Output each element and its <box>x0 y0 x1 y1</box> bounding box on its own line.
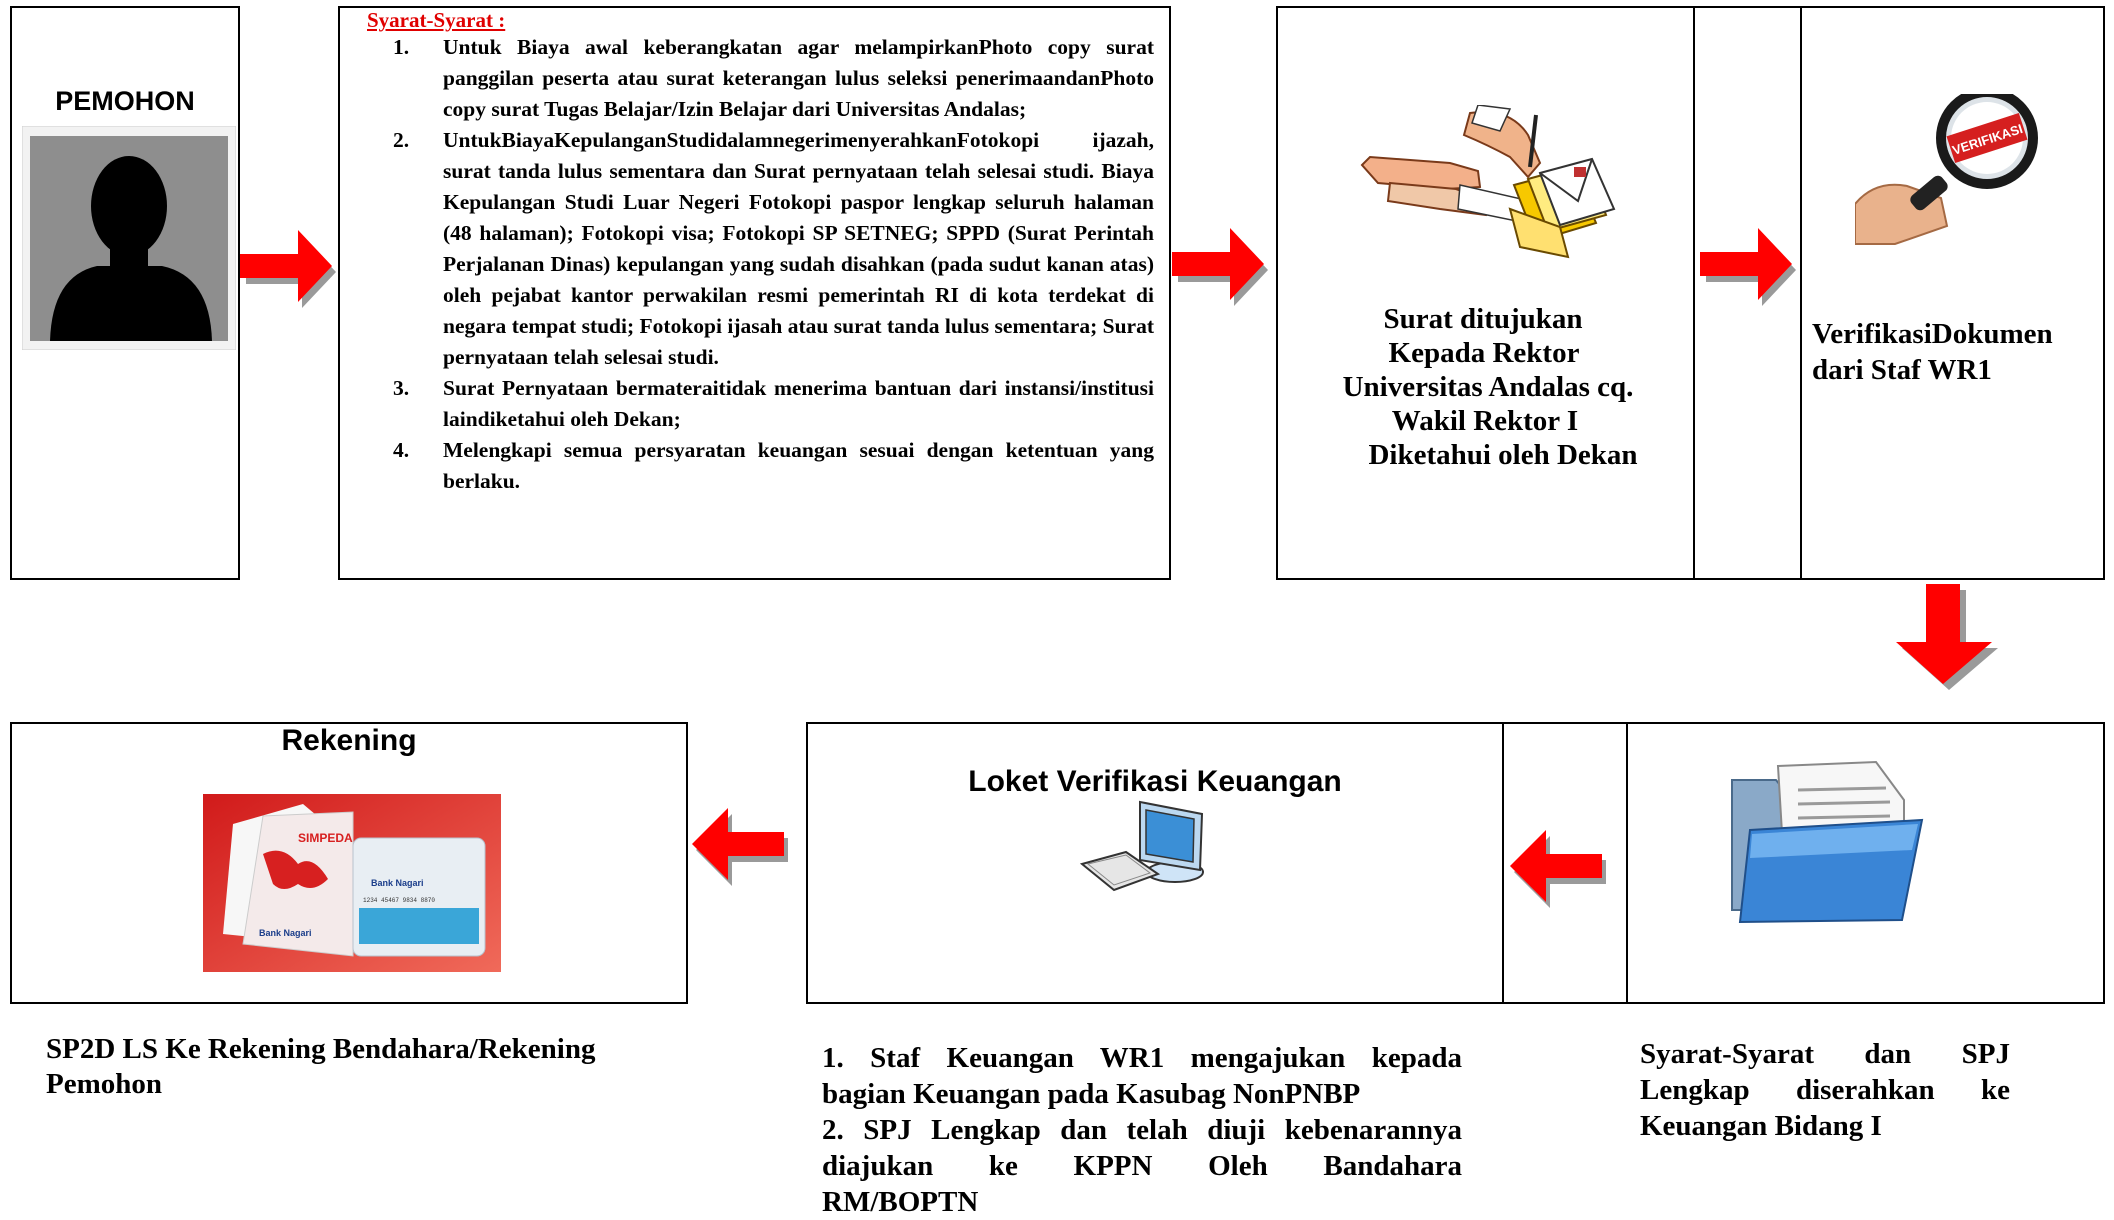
requirement-item: 3. Surat Pernyataan bermateraitidak mener… <box>335 373 1165 435</box>
loket-caption-line: 1. Staf Keuangan WR1 mengajukan kepada <box>822 1042 1462 1074</box>
requirements-list: Syarat-Syarat : 1. Untuk Biaya awal keber… <box>335 8 1165 497</box>
requirement-item: 2. UntukBiayaKepulanganStudidalamnegerime… <box>335 125 1165 373</box>
pemohon-box: PEMOHON <box>10 6 240 580</box>
loket-caption: 1. Staf Keuangan WR1 mengajukan kepada b… <box>822 1040 1462 1220</box>
simpeda-card-image: SIMPEDA Bank Nagari Bank Nagari 1234 454… <box>203 794 501 972</box>
magnifier-verifikasi-image: VERIFIKASI <box>1855 94 2051 246</box>
requirement-text: Surat Pernyataan bermateraitidak menerim… <box>443 376 1154 431</box>
folder-document-icon <box>1731 760 1924 924</box>
divider-line <box>1800 6 1802 580</box>
computer-icon <box>1080 800 1204 892</box>
card-number-label: 1234 45467 9834 8870 <box>363 897 435 904</box>
requirement-number: 3. <box>393 376 410 400</box>
requirement-number: 2. <box>393 128 410 152</box>
divider-line <box>1626 722 1628 1004</box>
requirements-heading: Syarat-Syarat : <box>367 8 506 32</box>
arrow-left-2 <box>1510 830 1606 908</box>
verifikasi-caption: VerifikasiDokumen dari Staf WR1 <box>1812 316 2053 388</box>
requirements-box <box>338 6 1171 580</box>
simpeda-brand-label: SIMPEDA <box>298 831 353 845</box>
verifikasi-line: VerifikasiDokumen <box>1812 318 2053 350</box>
requirement-item: 4. Melengkapi semua persyaratan keuangan … <box>335 435 1165 497</box>
loket-caption-line: RM/BOPTN <box>822 1186 979 1218</box>
surat-line: Kepada Rektor <box>1388 337 1580 369</box>
loket-title: Loket Verifikasi Keuangan <box>968 765 1342 798</box>
rekening-caption-line: Pemohon <box>46 1068 162 1100</box>
requirement-item: 1. Untuk Biaya awal keberangkatan agar me… <box>335 32 1165 125</box>
rekening-caption: SP2D LS Ke Rekening Bendahara/Rekening P… <box>46 1032 595 1102</box>
person-silhouette-image <box>22 126 236 350</box>
syarat-spj-line: Keuangan Bidang I <box>1640 1110 1882 1142</box>
arrow-left-1 <box>692 808 788 886</box>
surat-verifikasi-box <box>1276 6 2105 580</box>
arrow-down <box>1896 584 1998 690</box>
rekening-box: Rekening SIMPEDA Bank Nagari Bank Nagari… <box>10 722 688 1004</box>
syarat-spj-line: Syarat-Syarat dan SPJ <box>1640 1038 2010 1070</box>
requirement-number: 4. <box>393 438 410 462</box>
divider-line <box>1502 722 1504 1004</box>
pemohon-title: PEMOHON <box>55 86 195 116</box>
loket-caption-line: diajukan ke KPPN Oleh Bandahara <box>822 1150 1462 1182</box>
surat-text: Surat ditujukan Kepada Rektor Universita… <box>1290 302 1700 472</box>
bank-name-label: Bank Nagari <box>259 928 312 938</box>
arrow-right-1 <box>240 230 336 308</box>
surat-line: Universitas Andalas cq. <box>1342 371 1634 403</box>
syarat-spj-line: Lengkap diserahkan ke <box>1640 1074 2010 1106</box>
letter-writing-clipart <box>1360 105 1616 259</box>
surat-line: Diketahui oleh Dekan <box>1368 439 1638 471</box>
arrow-right-3 <box>1700 228 1796 306</box>
syarat-spj-caption: Syarat-Syarat dan SPJ Lengkap diserahkan… <box>1640 1036 2010 1144</box>
requirement-text: Melengkapi semua persyaratan keuangan se… <box>443 438 1154 493</box>
rekening-title: Rekening <box>281 724 417 757</box>
divider-line <box>1693 6 1695 580</box>
loket-caption-line: bagian Keuangan pada Kasubag NonPNBP <box>822 1078 1361 1110</box>
requirement-text: UntukBiayaKepulanganStudidalamnegerimeny… <box>443 128 1154 369</box>
verifikasi-line: dari Staf WR1 <box>1812 354 1992 386</box>
arrow-right-2 <box>1172 228 1268 306</box>
requirement-number: 1. <box>393 35 410 59</box>
requirement-text: Untuk Biaya awal keberangkatan agar mela… <box>443 35 1154 121</box>
loket-caption-line: 2. SPJ Lengkap dan telah diuji kebenaran… <box>822 1114 1462 1146</box>
rekening-caption-line: SP2D LS Ke Rekening Bendahara/Rekening <box>46 1033 596 1065</box>
surat-line: Wakil Rektor I <box>1391 405 1579 437</box>
bank-name-card-label: Bank Nagari <box>371 878 424 888</box>
surat-line: Surat ditujukan <box>1383 303 1583 335</box>
